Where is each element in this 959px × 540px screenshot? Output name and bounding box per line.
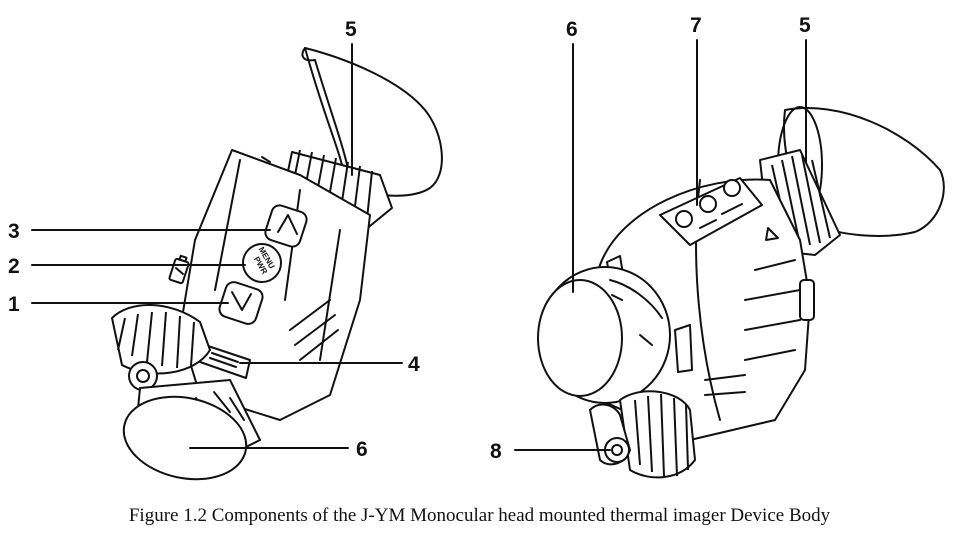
callout-7: 7 [690,14,702,37]
right-device-view: 6 7 5 8 [490,14,945,479]
top-button-3[interactable] [723,179,741,197]
callout-4: 4 [408,353,420,376]
callout-5-left: 5 [345,18,357,41]
chevron-down-icon [231,291,252,311]
callout-2: 2 [8,255,20,278]
top-button-1[interactable] [675,210,693,228]
callout-5-right: 5 [799,14,811,37]
callout-8: 8 [490,440,502,463]
chevron-up-icon [277,214,298,235]
callout-6-right: 6 [566,18,578,41]
top-button-2[interactable] [699,195,717,213]
menu-power-button[interactable]: MENU PWR [242,243,282,283]
right-focus-knob [589,390,696,479]
up-button[interactable] [263,203,308,248]
callout-3: 3 [8,220,20,243]
left-leader-lines [31,43,403,449]
figure-caption: Figure 1.2 Components of the J-YM Monocu… [128,505,831,526]
callout-1: 1 [8,293,20,316]
down-button[interactable] [217,280,264,326]
callout-6-left: 6 [356,438,368,461]
right-leader-lines [514,39,807,451]
left-device-view: MENU PWR [8,18,443,481]
battery-icon [168,254,190,285]
left-objective-ring [111,303,211,391]
left-eyecup [301,47,443,197]
left-lens [122,379,261,481]
top-button-panel [659,177,763,246]
right-lens [537,266,671,404]
